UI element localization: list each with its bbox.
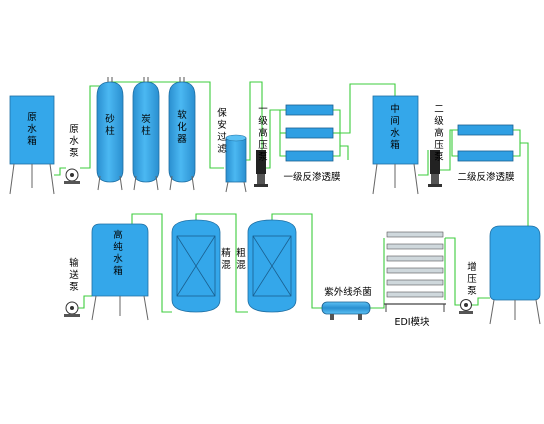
pipe-pump2-to-ro2 bbox=[440, 129, 458, 171]
pipe-uv-to-coarse bbox=[271, 213, 322, 309]
polish-mixed-bed bbox=[171, 219, 221, 313]
softener-column bbox=[168, 77, 196, 191]
uv-sterilizer bbox=[321, 301, 371, 320]
edi-module-stack bbox=[384, 231, 446, 312]
hp-pump-1-label: 一级高压泵 bbox=[258, 104, 268, 163]
sand-column bbox=[96, 77, 124, 191]
pipe-ro1-to-middle-tank bbox=[340, 83, 396, 134]
carbon-label: 炭柱 bbox=[141, 114, 151, 137]
pipe-filter-to-pump1 bbox=[246, 81, 263, 161]
final-tank bbox=[489, 225, 541, 325]
raw-pump-label: 原水泵 bbox=[69, 124, 79, 159]
ro-membrane-2-label: 二级反渗透膜 bbox=[457, 171, 515, 183]
pipe-ro1-concentrate bbox=[340, 145, 349, 160]
pipes bbox=[54, 81, 529, 313]
pipe-ro2-manifold-in bbox=[451, 130, 458, 157]
pipe-pure-tank-to-transfer-pump bbox=[78, 295, 92, 309]
pipe-edi-to-uv bbox=[370, 300, 385, 309]
raw-tank-leg-left bbox=[9, 163, 15, 195]
coarse-mixed-label: 粗混 bbox=[236, 247, 246, 271]
softener-label: 软化器 bbox=[177, 109, 187, 145]
uv-label: 紫外线杀菌 bbox=[324, 286, 372, 298]
edi-label: EDI模块 bbox=[394, 316, 430, 328]
middle-tank-label: 中间水箱 bbox=[390, 103, 400, 151]
raw-tank-body bbox=[9, 95, 55, 165]
ro1-membrane-bottom bbox=[285, 150, 334, 162]
security-filter bbox=[225, 134, 247, 193]
transfer-pump bbox=[64, 301, 80, 317]
raw-water-tank bbox=[9, 95, 55, 195]
carbon-column bbox=[132, 77, 160, 191]
ro-membranes-1 bbox=[285, 104, 334, 162]
pipe-raw-tank-to-pump bbox=[54, 167, 66, 176]
pure-tank-label: 高纯水箱 bbox=[113, 229, 123, 277]
ro1-membrane-mid bbox=[285, 127, 334, 139]
pipe-ro2-manifold-out bbox=[513, 129, 521, 157]
labels: 原水箱 原水泵 砂柱 炭柱 软化器 保安过滤 一级高压泵 一级反渗透膜 中间水箱… bbox=[27, 103, 515, 328]
pipe-final-to-booster bbox=[470, 297, 490, 306]
polish-mixed-label: 精混 bbox=[221, 247, 231, 271]
sand-label: 砂柱 bbox=[105, 113, 115, 137]
raw-tank-label: 原水箱 bbox=[27, 112, 37, 147]
ro-membrane-1-label: 一级反渗透膜 bbox=[283, 171, 341, 183]
pure-water-tank bbox=[91, 223, 149, 321]
pipe-polish-to-pure-tank bbox=[131, 213, 172, 313]
booster-pump-label: 增压泵 bbox=[467, 261, 477, 297]
pipe-ro1-manifold-in bbox=[279, 110, 286, 157]
pipe-coarse-to-polish bbox=[195, 213, 248, 313]
middle-water-tank bbox=[372, 95, 419, 195]
pipe-booster-to-edi bbox=[445, 237, 462, 306]
pipe-ro2-to-final-tank bbox=[520, 142, 529, 226]
raw-water-pump bbox=[64, 168, 80, 184]
high-pressure-pump-1 bbox=[254, 150, 268, 187]
coarse-mixed-bed bbox=[247, 219, 297, 313]
transfer-pump-label: 输送泵 bbox=[69, 257, 79, 293]
high-pressure-pump-2 bbox=[428, 150, 442, 187]
ro-membranes-2 bbox=[457, 124, 514, 162]
booster-pump bbox=[459, 299, 473, 314]
ro1-membrane-top bbox=[285, 104, 334, 116]
security-filter-label: 保安过滤 bbox=[217, 107, 227, 155]
raw-tank-leg-right bbox=[49, 163, 55, 195]
raw-tank-label-group: 原水箱 bbox=[27, 112, 37, 147]
pipe-middle-to-pump2 bbox=[418, 150, 429, 176]
hp-pump-2-label: 二级高压泵 bbox=[434, 104, 444, 163]
